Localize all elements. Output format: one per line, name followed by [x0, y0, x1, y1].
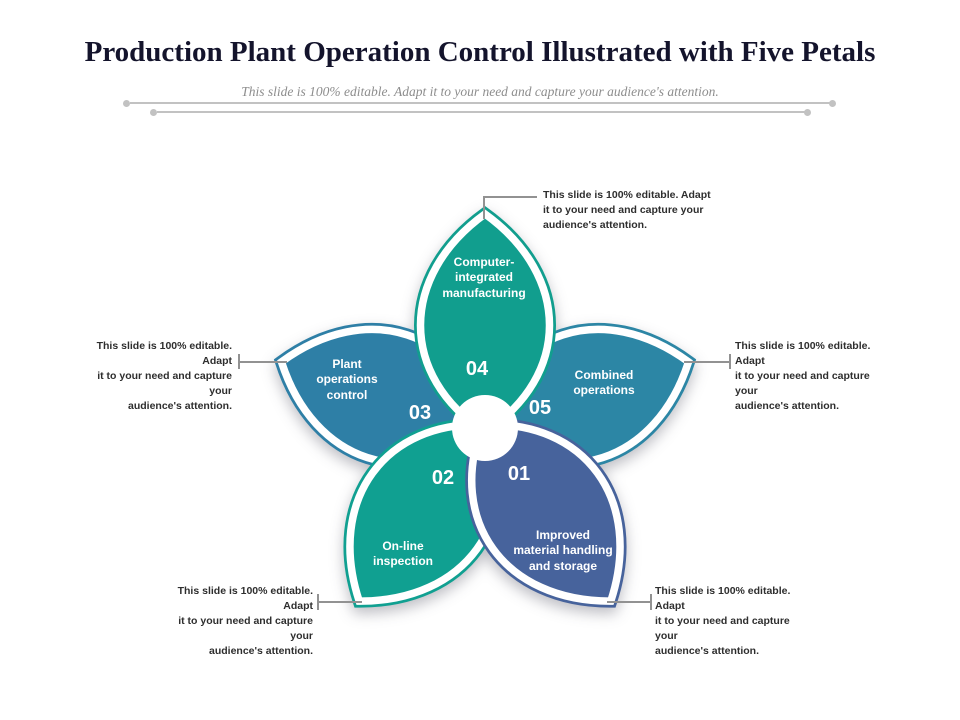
- petal-number: 03: [409, 402, 431, 424]
- connector-tick: [650, 594, 652, 610]
- five-petal-diagram: 04 05 01 02 03: [225, 168, 745, 688]
- connector-tick: [238, 354, 240, 369]
- decor-dot: [829, 100, 836, 107]
- page-title: Production Plant Operation Control Illus…: [84, 36, 876, 68]
- connector-line: [483, 197, 485, 219]
- decor-line: [130, 102, 830, 104]
- petal-number: 05: [529, 397, 551, 419]
- petal-number: 04: [466, 358, 489, 380]
- decor-line: [157, 111, 805, 113]
- connector-tick: [729, 354, 731, 369]
- callout-top: This slide is 100% editable. Adapt it to…: [543, 189, 711, 231]
- connector-line: [607, 601, 651, 603]
- petal-label-computer-integrated-manufacturing: Computer- integrated manufacturing: [442, 255, 526, 300]
- decor-dot: [123, 100, 130, 107]
- callout-left: This slide is 100% editable. Adapt it to…: [96, 340, 232, 412]
- connector-line: [684, 361, 730, 363]
- callout-right: This slide is 100% editable. Adapt it to…: [735, 340, 871, 412]
- petal-label-combined-operations: Combined operations: [573, 368, 635, 398]
- callout-bottom-left: This slide is 100% editable. Adapt it to…: [177, 585, 313, 657]
- petal-label-improved-material-handling: Improved material handling and storage: [513, 528, 613, 573]
- petal-label-on-line-inspection: On-line inspection: [372, 539, 433, 569]
- petal-label-plant-operations-control: Plant operations control: [316, 357, 378, 402]
- flower-center-circle: [452, 395, 518, 461]
- decor-dot: [804, 109, 811, 116]
- petal-number: 02: [432, 467, 454, 489]
- connector-tick: [317, 594, 319, 610]
- page-subtitle: This slide is 100% editable. Adapt it to…: [241, 84, 719, 99]
- petal-number: 01: [508, 463, 530, 485]
- connector-line: [318, 601, 362, 603]
- connector-line: [483, 196, 537, 198]
- decor-dot: [150, 109, 157, 116]
- callout-bottom-right: This slide is 100% editable. Adapt it to…: [655, 585, 791, 657]
- connector-line: [239, 361, 287, 363]
